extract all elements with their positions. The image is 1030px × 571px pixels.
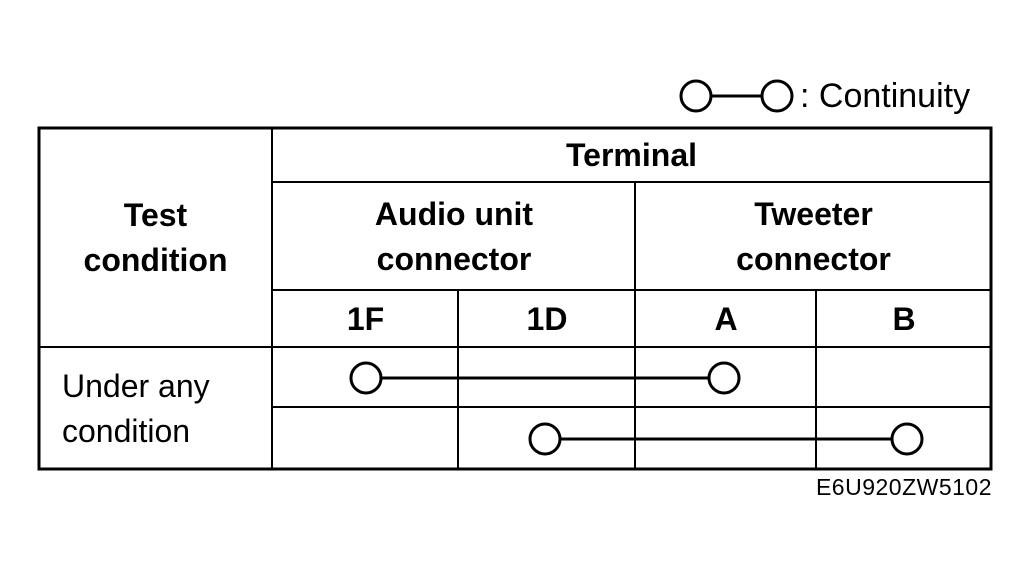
connection-1f-a	[349, 361, 741, 395]
terminal-label-1d: 1D	[526, 300, 568, 337]
terminal-label-b: B	[892, 300, 916, 337]
terminal-point-b	[890, 422, 924, 456]
row-condition-line-2: condition	[62, 412, 191, 449]
continuity-symbol-icon	[679, 79, 794, 113]
test-condition-line-1: Test	[123, 196, 188, 233]
audio-unit-line-1: Audio unit	[374, 195, 534, 232]
legend: : Continuity	[676, 74, 996, 120]
terminal-point-a	[707, 361, 741, 395]
terminal-point-1d	[528, 422, 562, 456]
row-condition-label: Under any condition	[62, 348, 270, 469]
connection-1d-b	[528, 422, 924, 456]
terminal-label-a: A	[714, 300, 738, 337]
tweeter-connector-header: Tweeter connector	[636, 183, 991, 290]
terminal-point-1f	[349, 361, 383, 395]
audio-unit-connector-header: Audio unit connector	[273, 183, 635, 290]
test-condition-header: Test condition	[40, 129, 281, 346]
tweeter-line-1: Tweeter	[754, 195, 873, 232]
terminal-header: Terminal	[566, 137, 697, 173]
audio-unit-line-2: connector	[376, 240, 532, 277]
row-condition-line-1: Under any	[62, 367, 210, 404]
figure-code: E6U920ZW5102	[815, 474, 992, 500]
test-condition-line-2: condition	[83, 241, 228, 278]
legend-label: : Continuity	[800, 77, 971, 115]
terminal-label-1f: 1F	[346, 300, 385, 337]
tweeter-line-2: connector	[736, 240, 891, 277]
